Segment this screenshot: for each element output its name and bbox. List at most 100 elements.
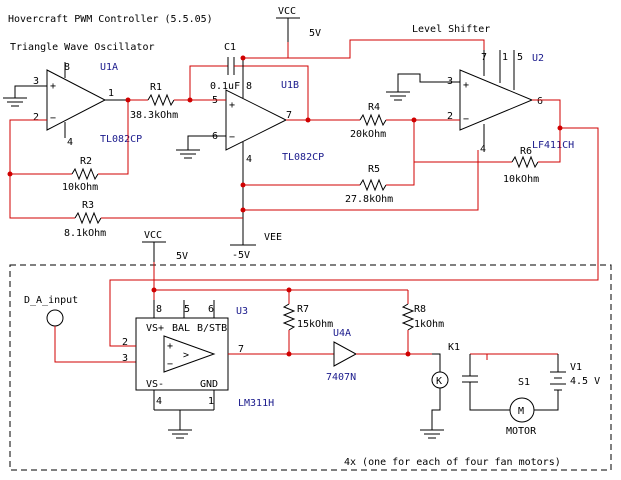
schematic-title: Hovercraft PWM Controller (5.5.05) [8,14,213,25]
svg-text:−: − [463,114,469,125]
d-a-input-port [46,309,136,363]
u2-pin-7: 7 [481,52,487,63]
u3-pin-3: 3 [122,353,128,364]
u1a-pin-8: 8 [64,62,70,73]
resistor-r6 [511,128,561,169]
relay-k1: K [420,353,449,439]
junction-dots [7,55,563,357]
u1a-pin-1: 1 [108,88,114,99]
u3-pin-7: 7 [238,344,244,355]
repeat-box [9,264,612,471]
u1b-pin-8: 8 [246,81,252,92]
u1b-pin-4: 4 [246,154,252,165]
c1-value: 0.1uF [210,81,240,92]
c1-ref: C1 [224,42,236,53]
r5-value: 27.8kOhm [345,194,393,205]
u1a-pin-3: 3 [33,76,39,87]
s1-ref: S1 [518,377,530,388]
comparator-u3: + − > [135,300,229,410]
opamp-u2: + − [459,50,534,150]
resistor-r8 [401,290,415,354]
vcc-top-label: VCC [278,6,296,17]
u3-pin-8: 8 [156,304,162,315]
u2-wiring [386,73,599,265]
u1a-ref: U1A [100,62,118,73]
r3-value: 8.1kOhm [64,228,106,239]
u1a-part: TL082CP [100,134,142,145]
u1b-ref: U1B [281,80,299,91]
resistor-r2 [71,100,129,181]
svg-text:+: + [50,81,56,92]
v1-value: 4.5 V [570,376,600,387]
u2-pin-4: 4 [480,144,486,155]
u3-pin-4: 4 [156,396,162,407]
u3-label-gnd: GND [200,379,218,390]
vcc-bottom-symbol [142,241,166,262]
u3-pin-6: 6 [208,304,214,315]
u2-pin-5: 5 [517,52,523,63]
svg-text:K: K [436,376,442,387]
u1a-pin-4: 4 [67,137,73,148]
r3-ref: R3 [82,200,94,211]
u3-wiring [109,262,599,439]
vcc-top-symbol [276,17,300,42]
capacitor-c1 [189,57,309,120]
resistor-r1 [128,93,190,107]
u3-label-bal: BAL [172,323,190,334]
v1-ref: V1 [570,362,582,373]
resistor-r5 [359,120,415,192]
u3-pin-1: 1 [208,396,214,407]
u2-pin-2: 2 [447,111,453,122]
svg-text:+: + [167,341,173,352]
u3-label-vsplus: VS+ [146,323,164,334]
u2-ref: U2 [532,53,544,64]
u3-pin-2: 2 [122,337,128,348]
r8-ref: R8 [414,304,426,315]
u3-label-bstb: B/STB [197,323,227,334]
r1-ref: R1 [150,82,162,93]
u3-ref: U3 [236,306,248,317]
d-a-input-label: D_A_input [24,295,78,306]
vee-label: VEE [264,232,282,243]
r4-ref: R4 [368,102,380,113]
svg-text:+: + [229,100,235,111]
u1a-wiring [3,85,128,219]
u3-pin-5: 5 [184,304,190,315]
u2-pin-6: 6 [537,96,543,107]
resistor-r3 [74,211,243,225]
k1-ref: K1 [448,342,460,353]
oscillator-section-label: Triangle Wave Oscillator [10,42,155,53]
svg-text:−: − [50,113,56,124]
r5-ref: R5 [368,164,380,175]
r8-value: 1kOhm [414,319,444,330]
r6-value: 10kOhm [503,174,539,185]
s1-label: MOTOR [506,426,537,437]
r2-ref: R2 [80,156,92,167]
vcc-bottom-value: 5V [176,251,188,262]
level-shifter-section-label: Level Shifter [412,24,490,35]
u3-label-vsminus: VS- [146,379,164,390]
opamp-u1b: + − [225,58,288,185]
vee-symbol [230,185,256,246]
u1b-pin-7: 7 [286,110,292,121]
svg-text:+: + [463,80,469,91]
svg-text:−: − [229,132,235,143]
buffer-u4a [333,341,432,367]
u2-pin-1: 1 [502,52,508,63]
u4a-ref: U4A [333,328,351,339]
u1a-pin-2: 2 [33,112,39,123]
resistor-r7 [282,290,296,354]
box-note: 4x (one for each of four fan motors) [344,457,561,468]
r7-ref: R7 [297,304,309,315]
r2-value: 10kOhm [62,182,98,193]
svg-text:−: − [167,359,173,370]
svg-text:>: > [183,350,189,361]
vcc-bottom-label: VCC [144,230,162,241]
vee-value: -5V [232,250,250,261]
r6-ref: R6 [520,146,532,157]
u1b-part: TL082CP [282,152,324,163]
u4a-part: 7407N [326,372,356,383]
vcc-top-value: 5V [309,28,321,39]
resistor-r4 [359,113,450,127]
